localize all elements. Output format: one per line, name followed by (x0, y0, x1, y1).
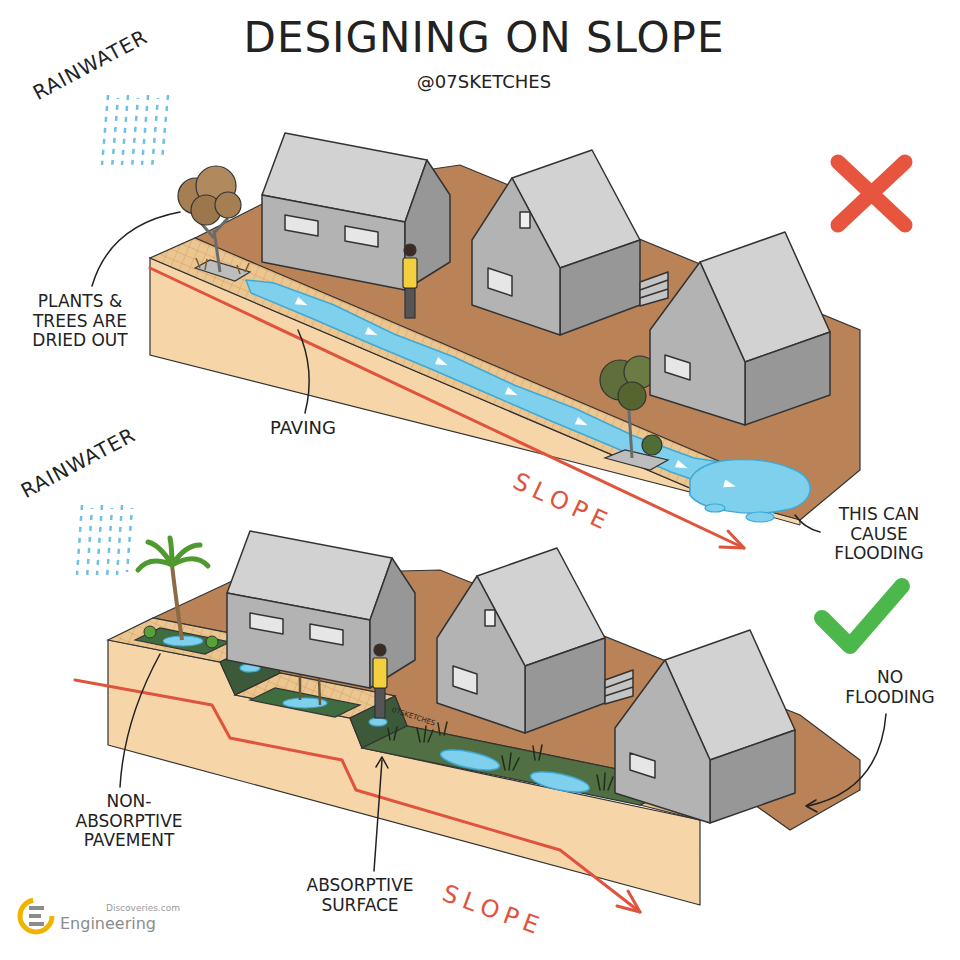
slope-illustration-part (262, 133, 830, 425)
runoff-water-part (746, 512, 774, 522)
rain-part (142, 95, 148, 165)
palm-tree-part (144, 626, 156, 638)
dried-tree-part (215, 192, 241, 218)
palm-tree (135, 538, 230, 654)
flow-arrow-part (723, 480, 737, 491)
rain-part (102, 95, 108, 165)
paving-strip-part (150, 238, 735, 488)
artist-signature: 07SKETCHES (391, 706, 437, 728)
absorptive-bed-part (529, 768, 591, 796)
green-tree-part (642, 435, 662, 455)
person (403, 244, 417, 318)
paving-strip (150, 238, 735, 488)
watermark: Discoveries.com (106, 903, 180, 913)
wrong-mark-part (838, 162, 905, 225)
slope-arrow (150, 268, 744, 548)
callout-note: PLANTS & TREES ARE DRIED OUT (20, 292, 140, 351)
callout-note: NO FLOODING (835, 668, 945, 707)
slope-label: SLOPE (439, 880, 548, 942)
slope-arrow-part (617, 891, 640, 912)
rain-part (122, 95, 128, 165)
rain-part (107, 508, 112, 578)
absorptive-bed-part (439, 746, 501, 774)
green-tree-part (618, 382, 646, 410)
watermark-logo-part (29, 914, 41, 918)
runoff-water-part (690, 459, 810, 513)
palm-tree-part (206, 636, 218, 648)
leader-line (92, 212, 820, 532)
rain-part (112, 98, 118, 168)
leader-line-part (376, 757, 388, 768)
surface-label: ABSORPTIVE SURFACE (290, 876, 430, 915)
dried-tree-part (200, 218, 228, 272)
leader-line-part (298, 330, 309, 413)
runoff-water-part (705, 504, 725, 512)
flow-arrow-part (505, 387, 519, 399)
rain-part (152, 98, 158, 168)
leader-line (120, 654, 886, 871)
runoff-water-part (246, 280, 720, 482)
palm-tree-part (172, 565, 182, 640)
rain-label: RAINWATER (17, 423, 139, 503)
rain (77, 505, 132, 578)
rain-part (127, 508, 132, 572)
slope-label: SLOPE (508, 468, 616, 538)
dried-tree-part (196, 258, 249, 274)
rain (102, 95, 168, 168)
flow-arrow-part (675, 460, 689, 472)
slope-illustration-part (227, 531, 795, 823)
slope-arrow-part (150, 268, 744, 548)
slope-arrow-part (720, 531, 744, 548)
surface-label: PAVING (270, 418, 336, 439)
person-part (403, 258, 417, 288)
swale-step-part (369, 718, 387, 726)
watermark-logo-part (20, 900, 52, 932)
leader-line-part (795, 515, 820, 532)
watermark-logo-part (29, 906, 44, 910)
young-trees-part (250, 688, 360, 717)
flow-arrow-part (295, 297, 309, 309)
rain-label: RAINWATER (29, 25, 151, 105)
surface-label: NON- ABSORPTIVE PAVEMENT (60, 792, 198, 851)
watermark-logo-part (29, 922, 44, 926)
flow-arrow-part (575, 417, 589, 429)
flow-arrow-part (365, 327, 379, 339)
leader-line-part (92, 212, 180, 286)
person (373, 644, 387, 718)
rain-part (132, 98, 138, 168)
rain-part (87, 508, 92, 578)
watermark-logo (20, 900, 52, 932)
leader-line-part (120, 654, 160, 787)
person-part (374, 644, 386, 656)
leader-line-part (808, 714, 886, 806)
rain-part (77, 505, 82, 575)
person-part (404, 244, 416, 256)
wrong-mark (838, 162, 905, 225)
dried-tree (178, 166, 250, 281)
rain-part (117, 505, 122, 575)
person-part (375, 688, 385, 718)
right-mark-part (822, 586, 902, 646)
right-mark (822, 586, 902, 646)
watermark: Engineering (60, 915, 156, 933)
flow-arrow-part (435, 357, 449, 369)
leader-line-part (806, 800, 817, 812)
wrong-mark-part (838, 162, 905, 225)
person-part (405, 288, 415, 318)
palm-tree-part (138, 538, 208, 570)
dried-tree-part (195, 260, 250, 281)
rain-part (97, 505, 102, 575)
rain-part (162, 95, 168, 160)
credit-handle: @07SKETCHES (4, 72, 960, 93)
callout-note: THIS CAN CAUSE FLOODING (825, 505, 933, 564)
person-part (373, 658, 387, 688)
leader-line-part (374, 760, 382, 871)
